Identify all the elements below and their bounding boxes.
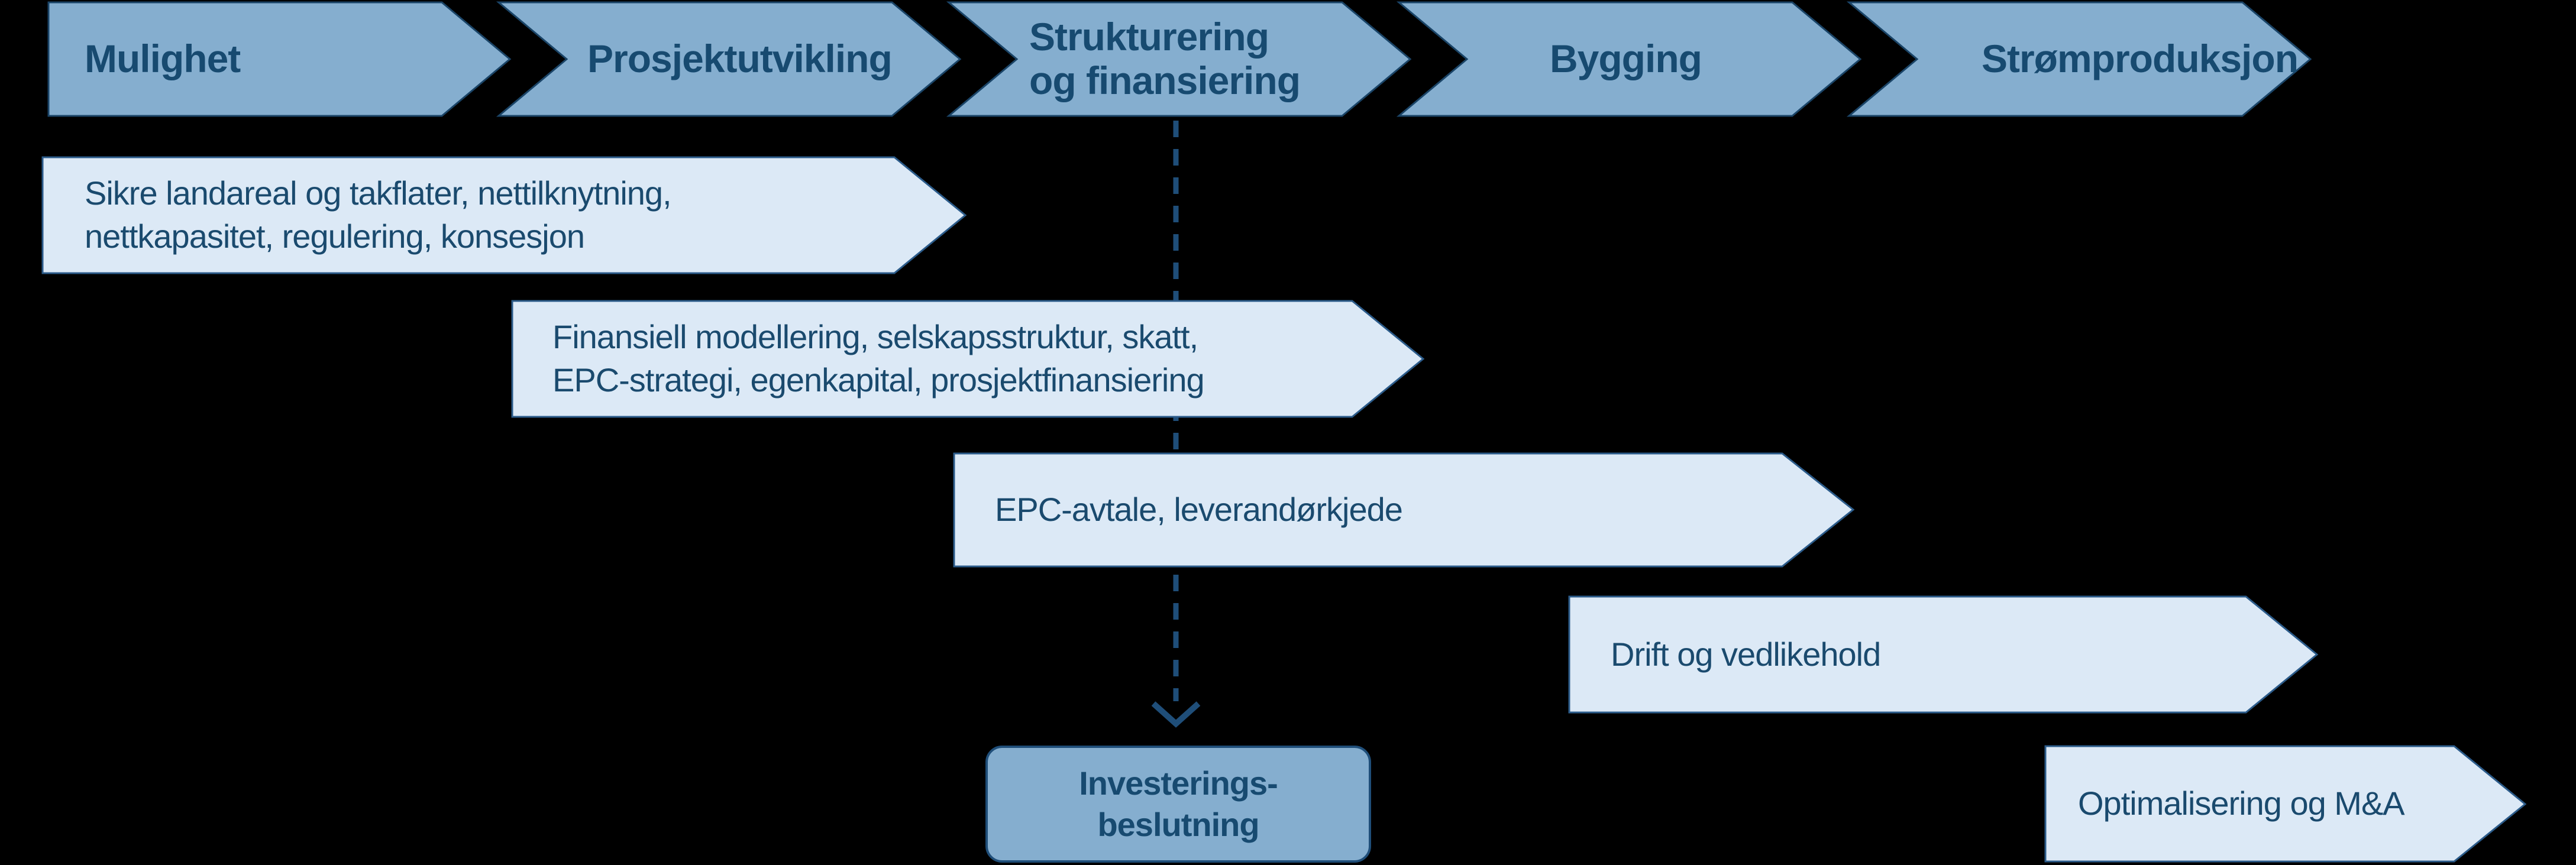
activity-label-finansiell-modellering: Finansiell modellering, selskapsstruktur… bbox=[552, 301, 1205, 417]
activity-label-line: Optimalisering og M&A bbox=[2078, 785, 2405, 822]
activity-arrow-3 bbox=[953, 452, 1855, 568]
phase-label-stromproduksjon: Strømproduksjon bbox=[1982, 2, 2299, 116]
activity-label-line: Finansiell modellering, selskapsstruktur… bbox=[552, 318, 1198, 356]
phase-label-line: Strukturering bbox=[1029, 15, 1269, 59]
activity-label-line: EPC-avtale, leverandørkjede bbox=[995, 491, 1403, 529]
phase-chevron-3 bbox=[946, 1, 1412, 117]
phase-label-line: Mulighet bbox=[85, 37, 241, 81]
phase-label-line: Prosjektutvikling bbox=[587, 37, 893, 81]
activity-label-line: Sikre landareal og takflater, nettilknyt… bbox=[85, 174, 672, 212]
activity-label-optimalisering: Optimalisering og M&A bbox=[2078, 746, 2405, 861]
phase-label-bygging: Bygging bbox=[1550, 2, 1702, 116]
activity-label-landareal: Sikre landareal og takflater, nettilknyt… bbox=[85, 157, 672, 273]
phase-chevron-5 bbox=[1846, 1, 2312, 117]
arrow-down-icon bbox=[1151, 701, 1201, 728]
phase-chevron-4 bbox=[1396, 1, 1862, 117]
activity-arrow-2 bbox=[511, 300, 1425, 418]
phase-label-line: Strømproduksjon bbox=[1982, 37, 2299, 81]
activity-label-line: EPC-strategi, egenkapital, prosjektfinan… bbox=[552, 361, 1205, 399]
phase-chevron-2 bbox=[496, 1, 962, 117]
activity-label-line: Drift og vedlikehold bbox=[1611, 635, 1881, 673]
phase-label-prosjektutvikling: Prosjektutvikling bbox=[587, 2, 893, 116]
activity-label-epc-avtale: EPC-avtale, leverandørkjede bbox=[995, 453, 1403, 566]
phase-label-strukturering: Strukturering og finansiering bbox=[1029, 2, 1301, 116]
phase-label-mulighet: Mulighet bbox=[85, 2, 241, 116]
decision-label: Investerings- beslutning bbox=[987, 747, 1370, 861]
decision-label-line: Investerings- bbox=[1079, 764, 1278, 802]
phase-label-line: og finansiering bbox=[1029, 59, 1301, 102]
decision-label-line: beslutning bbox=[1097, 806, 1259, 843]
activity-arrow-4 bbox=[1568, 595, 2319, 714]
decision-box bbox=[985, 746, 1371, 863]
activity-label-line: nettkapasitet, regulering, konsesjon bbox=[85, 218, 585, 255]
activity-label-drift: Drift og vedlikehold bbox=[1611, 597, 1881, 712]
activity-arrow-1 bbox=[41, 156, 967, 274]
phase-chevron-1 bbox=[47, 1, 512, 117]
activity-arrow-5 bbox=[2044, 745, 2527, 863]
phase-label-line: Bygging bbox=[1550, 37, 1702, 81]
